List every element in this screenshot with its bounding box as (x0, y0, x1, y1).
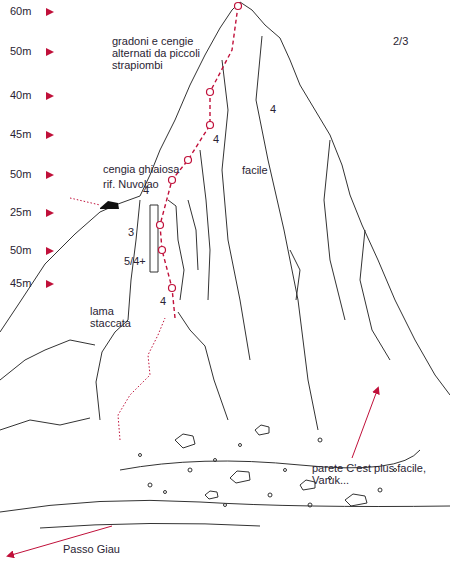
route-note: parete C'est plus facile, Varuk... (312, 462, 450, 486)
pitch-length: 45m (10, 128, 31, 140)
grade-label: 2/3 (393, 35, 408, 47)
route-note: gradoni e cengie alternati da piccoli st… (112, 35, 224, 71)
pitch-markers (46, 8, 54, 288)
pitch-length: 50m (10, 244, 31, 256)
grade-label: 4 (160, 295, 166, 307)
pitch-length: 25m (10, 206, 31, 218)
refuge-leader (70, 198, 100, 205)
pitch-length: 50m (10, 168, 31, 180)
approach-path (118, 318, 165, 440)
grade-label: 4 (143, 184, 149, 196)
pitch-length: 60m (10, 5, 31, 17)
grade-label: 5/4+ (124, 255, 146, 267)
pitch-length: 50m (10, 45, 31, 57)
refuge-symbol (100, 201, 119, 209)
rock-lines (0, 2, 450, 430)
scree-ground (0, 425, 450, 528)
place-label: Passo Giau (63, 543, 120, 555)
direction-arrow (352, 388, 378, 458)
place-label: rif. Nuvolao (103, 178, 159, 190)
grade-label: facile (242, 164, 268, 176)
place-label: cengia ghiaiosa (103, 163, 179, 175)
feature-label: lama staccata (90, 305, 140, 329)
grade-label: 4 (270, 103, 276, 115)
grade-label: 4 (213, 133, 219, 145)
grade-label: 3 (128, 226, 134, 238)
pitch-length: 45m (10, 277, 31, 289)
pitch-length: 40m (10, 89, 31, 101)
